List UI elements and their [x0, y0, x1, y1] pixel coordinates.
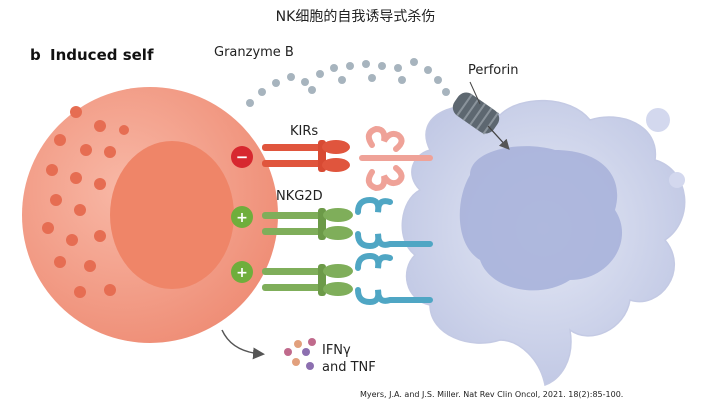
panel-letter: b: [30, 46, 41, 64]
cytokine-dot: [292, 358, 300, 366]
granzyme-dot: [246, 99, 254, 107]
granzyme-dot: [308, 86, 316, 94]
cytotoxic-granules: [42, 106, 129, 298]
cytokine-dots: [284, 338, 316, 370]
page-title: NK细胞的自我诱导式杀伤: [275, 9, 436, 25]
inhibitory-sign: −: [236, 148, 249, 166]
granzyme-dot: [330, 64, 338, 72]
activating-badge: +: [231, 261, 253, 283]
cytokine-dot: [308, 338, 316, 346]
granule: [54, 256, 66, 268]
nk-nucleus: [110, 141, 234, 289]
granule: [46, 164, 58, 176]
nkg2d-receptor: [262, 208, 353, 240]
granule: [54, 134, 66, 146]
panel-title: Induced self: [50, 46, 154, 64]
granule: [94, 230, 106, 242]
nkg2d-ligand: [355, 196, 433, 250]
granzyme-b-dots: [246, 58, 450, 107]
citation: Myers, J.A. and J.S. Miller. Nat Rev Cli…: [360, 390, 624, 399]
cytokine-label-line2: and TNF: [322, 360, 376, 375]
mhc-ligand: [359, 125, 433, 192]
granzyme-dot: [272, 79, 280, 87]
perforin-label: Perforin: [468, 63, 519, 78]
granzyme-dot: [378, 62, 386, 70]
nkg2d-label: NKG2D: [276, 189, 323, 204]
cytokine-arrow: [221, 329, 265, 360]
granule: [74, 286, 86, 298]
granule: [70, 172, 82, 184]
target-bleb: [669, 172, 685, 188]
activating-sign: +: [236, 210, 248, 226]
granzyme-b-label: Granzyme B: [214, 45, 294, 60]
granule: [50, 194, 62, 206]
granule: [42, 222, 54, 234]
granule: [104, 284, 116, 296]
activating-badge: +: [231, 206, 253, 228]
granzyme-dot: [424, 66, 432, 74]
granzyme-dot: [301, 78, 309, 86]
cytokine-dot: [284, 348, 292, 356]
granule: [84, 260, 96, 272]
inhibitory-badge: −: [231, 146, 253, 168]
granzyme-dot: [368, 74, 376, 82]
cytokine-dot: [306, 362, 314, 370]
granzyme-dot: [398, 76, 406, 84]
perforin-pore: [452, 92, 500, 135]
granule: [66, 234, 78, 246]
target-bleb: [646, 108, 670, 132]
granule: [104, 146, 116, 158]
granzyme-dot: [442, 88, 450, 96]
granule: [119, 125, 129, 135]
nkg2d-ligand: [355, 252, 433, 306]
kir-receptor: [262, 140, 350, 172]
granzyme-dot: [394, 64, 402, 72]
granule: [74, 204, 86, 216]
granzyme-dot: [346, 62, 354, 70]
cytokine-dot: [302, 348, 310, 356]
kirs-label: KIRs: [290, 124, 319, 139]
cytokine-dot: [294, 340, 302, 348]
granule: [80, 144, 92, 156]
target-nucleus: [459, 146, 623, 291]
perforin-arrow: [487, 125, 510, 150]
granzyme-dot: [258, 88, 266, 96]
granzyme-dot: [287, 73, 295, 81]
granzyme-dot: [316, 70, 324, 78]
cytokine-label-line1: IFNγ: [322, 343, 351, 358]
granzyme-dot: [434, 76, 442, 84]
granzyme-dot: [362, 60, 370, 68]
granule: [70, 106, 82, 118]
activating-sign: +: [236, 265, 248, 281]
granule: [94, 178, 106, 190]
granule: [94, 120, 106, 132]
nkg2d-receptor: [262, 264, 353, 296]
perforin-pointer: [469, 81, 481, 105]
granzyme-dot: [410, 58, 418, 66]
granzyme-dot: [338, 76, 346, 84]
